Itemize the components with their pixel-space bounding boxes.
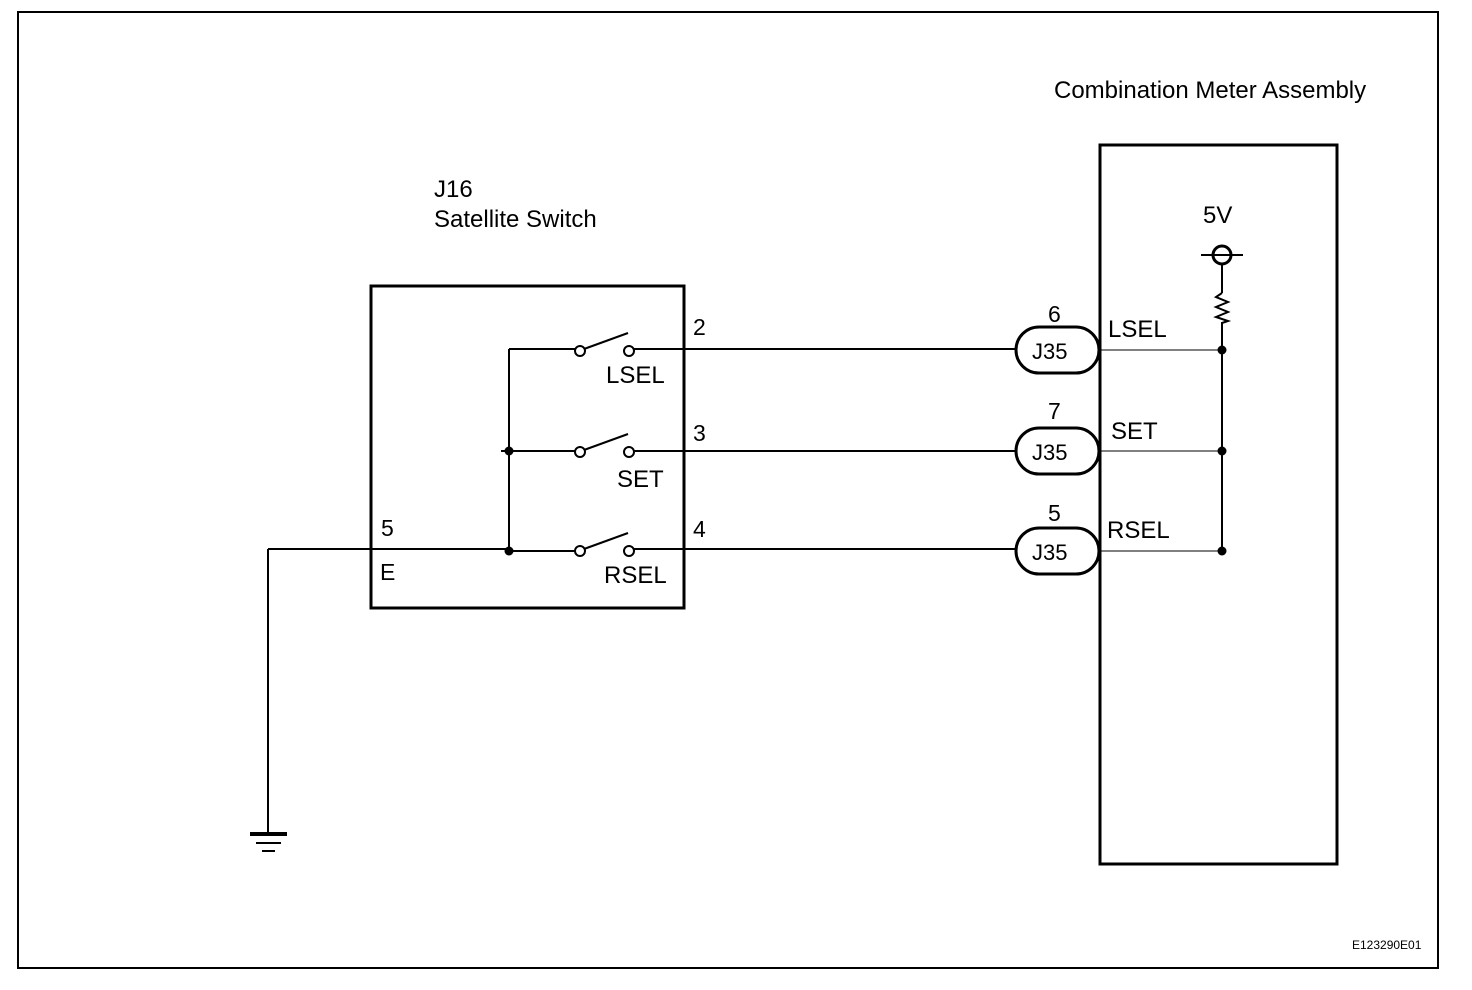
ground-pin-label: E [380,559,395,585]
lsel-junction-pin: 6 [1048,301,1061,327]
meter-lsel-label: LSEL [1108,316,1167,343]
rsel-switch-contact-left [574,545,586,557]
combination-meter-name: Combination Meter Assembly [1054,77,1366,104]
set-pin-number: 3 [693,420,706,446]
satellite-switch-box [369,284,686,610]
rsel-switch-label: RSEL [604,562,667,589]
combination-meter-box [1098,143,1339,866]
satellite-switch-name: Satellite Switch [434,206,597,233]
set-switch-contact-left [574,446,586,458]
rsel-bus-junction-dot [504,546,514,556]
rsel-pin-number: 4 [693,516,706,542]
rsel-junction-label: J35 [1032,540,1067,565]
rsel-switch [574,532,635,557]
pullup-resistor-icon [1213,292,1232,324]
lsel-switch-contact-left [574,345,586,357]
set-switch [574,433,635,458]
meter-set-label: SET [1111,418,1158,445]
meter-rsel-junction-dot [1217,546,1227,556]
meter-lsel-junction-dot [1217,345,1227,355]
lsel-switch-blade [583,332,629,350]
supply-voltage-label: 5V [1203,202,1232,229]
set-switch-blade [583,433,629,451]
rsel-junction-pin: 5 [1048,500,1061,526]
set-junction-label: J35 [1032,440,1067,465]
lsel-junction-label: J35 [1032,339,1067,364]
figure-code: E123290E01 [1352,938,1422,952]
rsel-switch-contact-right [623,545,635,557]
lsel-pin-number: 2 [693,314,706,340]
lsel-switch-label: LSEL [606,362,665,389]
ground-pin-number: 5 [381,515,394,541]
set-junction-pin: 7 [1048,398,1061,424]
lsel-switch [574,332,635,357]
rsel-switch-blade [583,532,629,550]
meter-set-junction-dot [1217,446,1227,456]
diagram-frame [17,11,1439,969]
satellite-switch-connector-label: J16 [434,176,473,203]
set-bus-junction-dot [504,446,514,456]
voltage-source-icon [1201,244,1243,266]
meter-rsel-label: RSEL [1107,517,1170,544]
lsel-switch-contact-right [623,345,635,357]
set-switch-contact-right [623,446,635,458]
ground-symbol-icon [250,832,287,852]
set-switch-label: SET [617,466,664,493]
